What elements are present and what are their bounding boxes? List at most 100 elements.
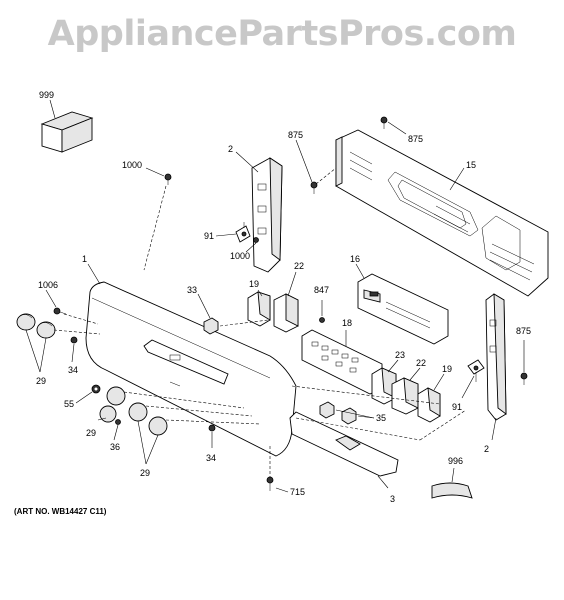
callout-1000-upper: 1000 bbox=[122, 160, 142, 170]
callout-3: 3 bbox=[390, 494, 395, 504]
knob-29-bottom-4[interactable] bbox=[99, 405, 117, 423]
leader-996 bbox=[451, 467, 455, 483]
screw-875-bracket[interactable] bbox=[310, 181, 318, 194]
leader-3 bbox=[377, 475, 389, 489]
leader-875-bracket bbox=[295, 139, 313, 183]
part-18-keypad[interactable] bbox=[301, 329, 383, 395]
leader-29-bot-b bbox=[145, 434, 159, 465]
leader-29-mid bbox=[97, 417, 107, 421]
callout-999: 999 bbox=[39, 90, 54, 100]
leader-29-left-b bbox=[39, 337, 47, 373]
switch-19-right[interactable] bbox=[417, 387, 441, 423]
part-3-trim[interactable] bbox=[289, 411, 399, 477]
callout-875-bracket: 875 bbox=[288, 130, 303, 140]
part-999-box[interactable] bbox=[40, 111, 94, 153]
callout-875-right: 875 bbox=[516, 326, 531, 336]
switch-22-left[interactable] bbox=[273, 293, 299, 333]
callout-715: 715 bbox=[290, 487, 305, 497]
callout-29-left: 29 bbox=[36, 376, 46, 386]
clip-35-a[interactable] bbox=[319, 401, 335, 419]
leader-1 bbox=[87, 263, 101, 285]
switch-22-right[interactable] bbox=[391, 377, 419, 415]
leader-19-left bbox=[257, 289, 263, 297]
callout-1000-lower: 1000 bbox=[230, 251, 250, 261]
part-91-left-clip[interactable] bbox=[235, 222, 251, 243]
callout-29-bottom: 29 bbox=[140, 468, 150, 478]
leader-36 bbox=[113, 424, 119, 441]
clip-33[interactable] bbox=[203, 317, 219, 335]
art-number: (ART NO. WB14427 C11) bbox=[14, 507, 107, 516]
screw-1000-lower[interactable] bbox=[253, 237, 259, 243]
switch-19-left[interactable] bbox=[247, 291, 271, 327]
callout-875-top: 875 bbox=[408, 134, 423, 144]
callout-19-left: 19 bbox=[249, 279, 259, 289]
leader-22-right bbox=[409, 367, 421, 381]
leader-34-left bbox=[71, 343, 75, 363]
clip-35-b[interactable] bbox=[341, 407, 357, 425]
callout-15: 15 bbox=[466, 160, 476, 170]
leader-19-right bbox=[433, 373, 445, 391]
part-2-right-bracket[interactable] bbox=[485, 293, 507, 421]
callout-1: 1 bbox=[82, 254, 87, 264]
callout-1006: 1006 bbox=[38, 280, 58, 290]
leader-22-left bbox=[287, 271, 297, 297]
clip-34-bottom[interactable] bbox=[208, 424, 216, 432]
leader-23 bbox=[387, 359, 399, 373]
callout-29-mid: 29 bbox=[86, 428, 96, 438]
leader-91-right bbox=[461, 375, 475, 399]
callout-2-right: 2 bbox=[484, 444, 489, 454]
screw-875-top[interactable] bbox=[380, 116, 388, 129]
knob-29-bottom-2[interactable] bbox=[128, 402, 148, 422]
knob-29-bottom-3[interactable] bbox=[148, 416, 168, 436]
leader-1000-upper bbox=[145, 167, 165, 177]
leader-999 bbox=[49, 99, 56, 119]
callout-16: 16 bbox=[350, 254, 360, 264]
part-91-right-clip[interactable] bbox=[467, 359, 485, 382]
leader-35-a bbox=[335, 409, 375, 419]
callout-22-right: 22 bbox=[416, 358, 426, 368]
leader-91-left bbox=[215, 233, 237, 237]
leader-715 bbox=[275, 487, 289, 493]
screw-715[interactable] bbox=[266, 476, 274, 491]
callout-36: 36 bbox=[110, 442, 120, 452]
callout-847: 847 bbox=[314, 285, 329, 295]
part-15-rear-panel[interactable] bbox=[335, 129, 549, 297]
screw-847[interactable] bbox=[319, 317, 325, 323]
knob-29-left-1[interactable] bbox=[16, 313, 36, 331]
callout-33: 33 bbox=[187, 285, 197, 295]
leader-15 bbox=[449, 167, 465, 191]
screw-1000-upper[interactable] bbox=[164, 173, 172, 185]
clip-34-left[interactable] bbox=[70, 336, 78, 344]
callout-34-left: 34 bbox=[68, 365, 78, 375]
part-16-control-board[interactable] bbox=[357, 273, 449, 345]
ring-55[interactable] bbox=[91, 384, 101, 394]
knob-29-bottom-1[interactable] bbox=[106, 386, 126, 406]
callout-2-left: 2 bbox=[228, 144, 233, 154]
part-1-control-panel[interactable] bbox=[85, 281, 297, 457]
callout-996: 996 bbox=[448, 456, 463, 466]
leader-29-left-a bbox=[25, 329, 41, 373]
leader-1006 bbox=[45, 289, 57, 308]
leader-29-bot-a bbox=[137, 420, 147, 465]
screw-875-right[interactable] bbox=[520, 372, 528, 385]
leader-16 bbox=[355, 263, 365, 279]
callout-23: 23 bbox=[395, 350, 405, 360]
leader-33 bbox=[197, 293, 211, 319]
clip-36[interactable] bbox=[115, 419, 121, 425]
callout-55: 55 bbox=[64, 399, 74, 409]
leader-875-top bbox=[387, 121, 407, 135]
callout-91-left: 91 bbox=[204, 231, 214, 241]
callout-35: 35 bbox=[376, 413, 386, 423]
part-996-tape[interactable] bbox=[431, 482, 473, 499]
part-2-left-bracket[interactable] bbox=[251, 157, 283, 273]
leader-35-b bbox=[357, 415, 375, 419]
callout-19-right: 19 bbox=[442, 364, 452, 374]
screw-1006[interactable] bbox=[53, 307, 67, 315]
leader-55 bbox=[75, 391, 93, 404]
leader-2-right bbox=[491, 417, 497, 441]
callout-22-left: 22 bbox=[294, 261, 304, 271]
knob-29-left-2[interactable] bbox=[36, 321, 56, 339]
leader-1000-lower bbox=[245, 242, 257, 253]
leader-2-left bbox=[235, 151, 259, 173]
